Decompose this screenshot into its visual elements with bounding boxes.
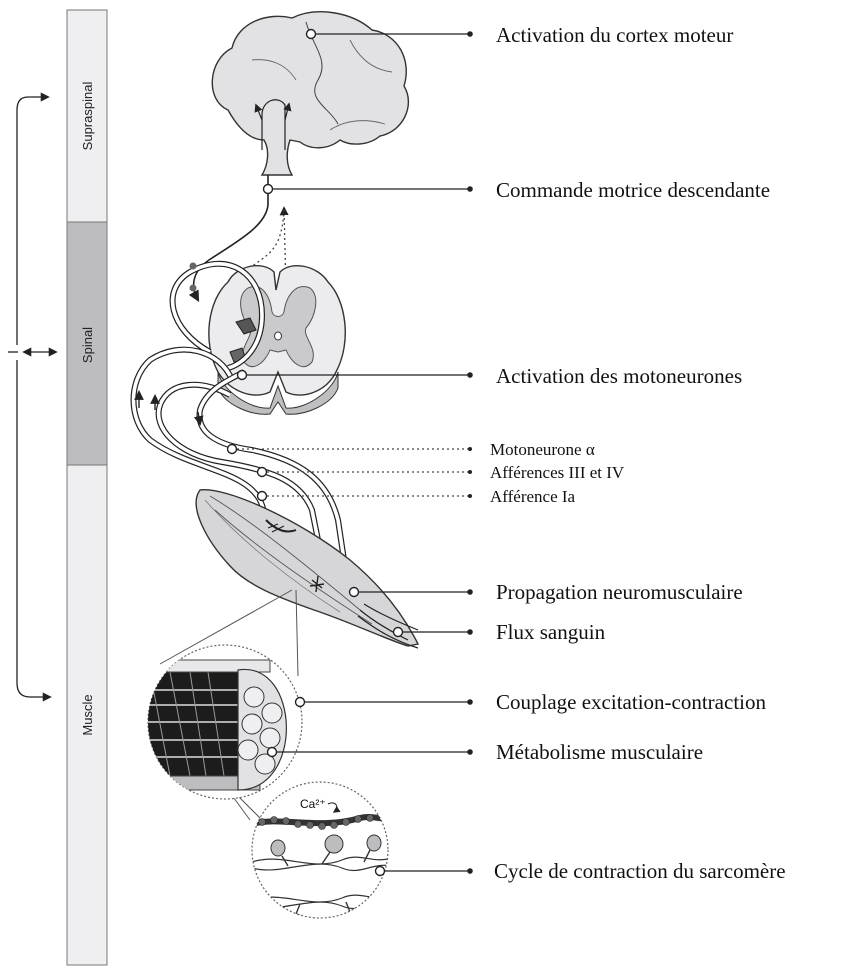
sidebar-label-spinal: Spinal <box>80 327 95 363</box>
label-alpha-motoneuron: Motoneurone α <box>490 440 595 459</box>
label-muscle-metabolism: Métabolisme musculaire <box>496 740 703 764</box>
sidebar-label-supraspinal: Supraspinal <box>80 82 95 151</box>
fiber-bundle-closeup <box>140 645 302 799</box>
label-blood-flow: Flux sanguin <box>496 620 606 644</box>
label-afferent-ia: Afférence Ia <box>490 487 576 506</box>
level-bracket <box>8 97 56 697</box>
sidebar-label-muscle: Muscle <box>80 694 95 735</box>
label-motoneuron-activation: Activation des motoneurones <box>496 364 742 388</box>
annotation-labels: Activation du cortex moteur Commande mot… <box>490 23 786 883</box>
sarcomere-closeup: Ca²⁺ <box>252 782 392 930</box>
label-sarcomere-cycle: Cycle de contraction du sarcomère <box>494 859 786 883</box>
level-sidebar: Supraspinal Spinal Muscle <box>67 10 107 965</box>
label-afferents-iii-iv: Afférences III et IV <box>490 463 625 482</box>
label-descending-command: Commande motrice descendante <box>496 178 770 202</box>
label-neuromuscular-propagation: Propagation neuromusculaire <box>496 580 743 604</box>
calcium-label: Ca²⁺ <box>300 797 326 811</box>
muscle-illustration <box>196 490 418 648</box>
label-cortex-activation: Activation du cortex moteur <box>496 23 733 47</box>
label-excitation-contraction: Couplage excitation-contraction <box>496 690 766 714</box>
